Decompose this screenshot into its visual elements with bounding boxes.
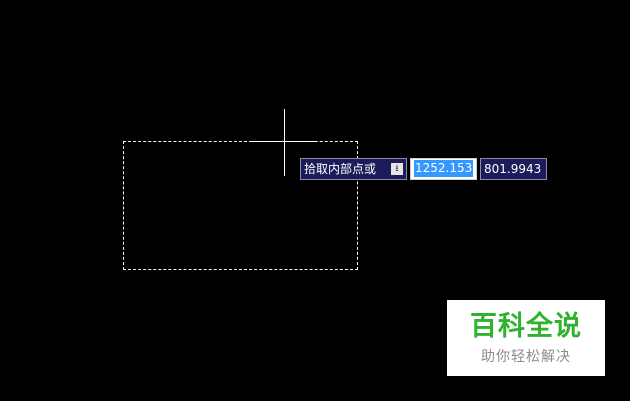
coordinate-x-input[interactable]: 1252.153 xyxy=(410,158,477,180)
coordinate-x-value: 1252.153 xyxy=(414,160,474,177)
command-prompt-text: 拾取内部点或 xyxy=(304,162,377,176)
crosshair-cursor-vertical xyxy=(284,109,285,176)
command-prompt-tooltip[interactable]: 拾取内部点或 ⭳ xyxy=(300,158,407,180)
dropdown-arrow-icon[interactable]: ⭳ xyxy=(391,163,403,175)
coordinate-y-value: 801.9943 xyxy=(484,162,542,176)
watermark-title: 百科全说 xyxy=(470,311,582,342)
watermark-logo: 百科全说 助你轻松解决 xyxy=(447,300,605,376)
coordinate-y-input[interactable]: 801.9943 xyxy=(480,158,547,180)
dashed-selection-rectangle xyxy=(123,141,358,270)
watermark-subtitle: 助你轻松解决 xyxy=(481,349,571,365)
crosshair-cursor-horizontal xyxy=(249,141,317,142)
